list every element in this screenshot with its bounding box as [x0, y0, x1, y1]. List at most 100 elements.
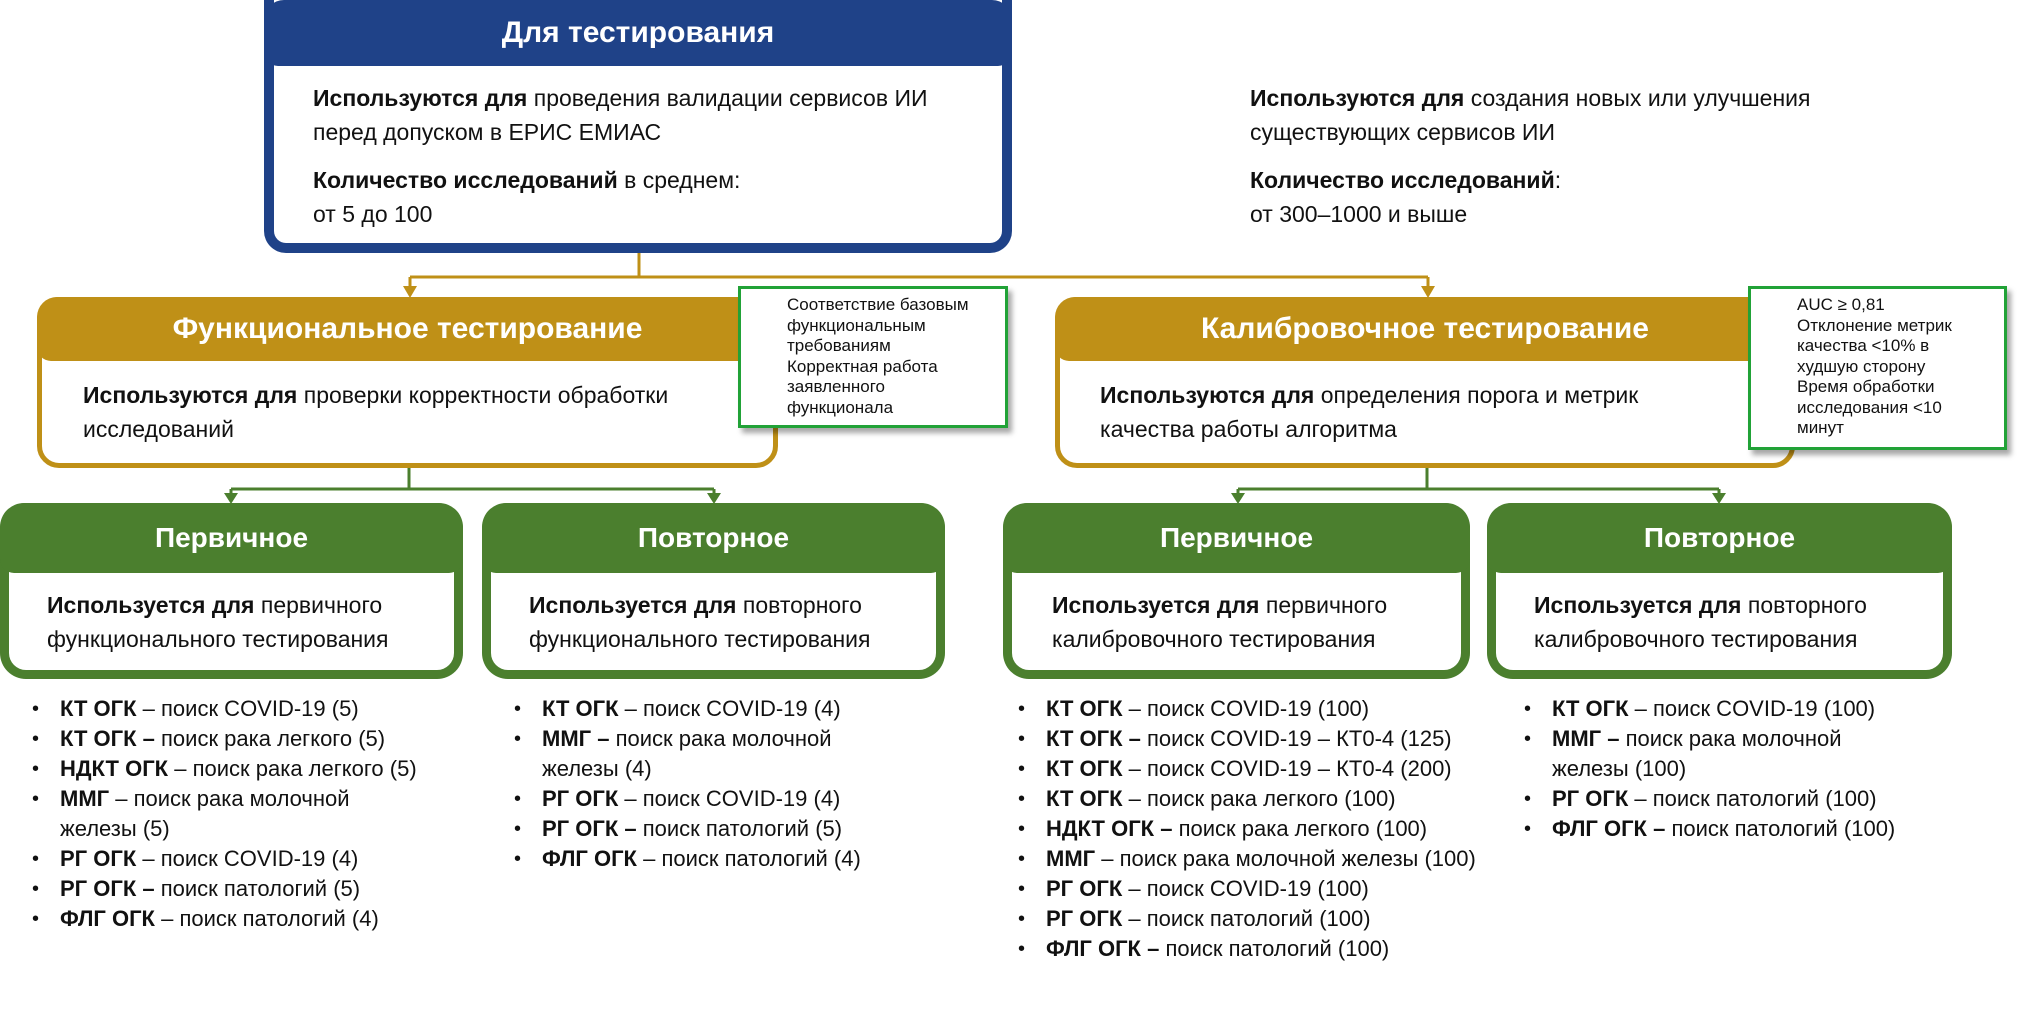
calib-repeat-title: Повторное — [1487, 503, 1952, 573]
list-item: КТ ОГК – поиск COVID-19 (100) — [1524, 694, 1904, 724]
list-item: ММГ – поиск рака молочной железы (5) — [32, 784, 422, 844]
arrow-to-calibration — [1421, 286, 1435, 298]
func-primary-title: Первичное — [0, 503, 463, 573]
functional-criteria-note: Соответствие базовым функциональным треб… — [738, 286, 1008, 428]
list-item: КТ ОГК – поиск рака легкого (5) — [32, 724, 422, 754]
list-item: РГ ОГК – поиск COVID-19 (4) — [514, 784, 874, 814]
item-description: поиск рака молочной железы (100) — [1552, 726, 1842, 781]
modality-label: КТ ОГК — [1046, 786, 1123, 811]
modality-label: РГ ОГК — [1046, 906, 1123, 931]
modality-label: КТ ОГК — [542, 696, 619, 721]
modality-label: ФЛГ ОГК – — [1552, 816, 1666, 841]
item-description: – поиск COVID-19 (100) — [1122, 696, 1370, 721]
functional-testing-purpose: Используются для проверки корректности о… — [83, 382, 669, 442]
item-description: – поиск COVID-19 (100) — [1122, 876, 1369, 901]
func-repeat-purpose: Используется для повторного функциональн… — [529, 592, 871, 652]
list-item: ММГ – поиск рака молочной железы (100) — [1018, 844, 1488, 874]
list-item: РГ ОГК – поиск патологий (5) — [514, 814, 874, 844]
modality-label: РГ ОГК — [1046, 876, 1123, 901]
modality-label: КТ ОГК — [1552, 696, 1629, 721]
modality-label: ММГ — [60, 786, 110, 811]
root-node-purpose: Используются для проведения валидации се… — [313, 85, 928, 145]
item-description: – поиск патологий (100) — [1122, 906, 1371, 931]
modality-label: РГ ОГК — [60, 846, 137, 871]
list-item: НДКТ ОГК – поиск рака легкого (5) — [32, 754, 422, 784]
calib-primary-title: Первичное — [1003, 503, 1470, 573]
item-description: – поиск патологий (4) — [636, 846, 861, 871]
arrow-to-calib-primary — [1231, 493, 1245, 504]
modality-label: КТ ОГК — [60, 696, 137, 721]
root-connector — [408, 252, 1430, 288]
arrow-to-func-repeat — [707, 493, 721, 504]
modality-label: КТ ОГК — [1046, 756, 1123, 781]
modality-label: ФЛГ ОГК — [542, 846, 637, 871]
modality-label: КТ ОГК – — [60, 726, 155, 751]
modality-label: ММГ — [1046, 846, 1096, 871]
item-description: поиск патологий (100) — [1159, 936, 1390, 961]
list-item: ММГ – поиск рака молочной железы (4) — [514, 724, 874, 784]
root-node-count: Количество исследований в среднем: от 5 … — [313, 167, 741, 227]
list-item: КТ ОГК – поиск COVID-19 – КТ0-4 (125) — [1018, 724, 1488, 754]
func-repeat-title: Повторное — [482, 503, 945, 573]
item-description: поиск рака молочной железы (4) — [542, 726, 832, 781]
item-description: – поиск COVID-19 – КТ0-4 (200) — [1122, 756, 1452, 781]
func-primary-list: КТ ОГК – поиск COVID-19 (5)КТ ОГК – поис… — [32, 694, 422, 934]
item-description: поиск патологий (100) — [1665, 816, 1896, 841]
arrow-to-calib-repeat — [1712, 493, 1726, 504]
list-item: РГ ОГК – поиск COVID-19 (100) — [1018, 874, 1488, 904]
list-item: ФЛГ ОГК – поиск патологий (4) — [514, 844, 874, 874]
calib-repeat-list: КТ ОГК – поиск COVID-19 (100)ММГ – поиск… — [1524, 694, 1904, 844]
arrow-to-functional — [403, 286, 417, 298]
calib-primary-list: КТ ОГК – поиск COVID-19 (100)КТ ОГК – по… — [1018, 694, 1488, 964]
modality-label: РГ ОГК — [542, 786, 619, 811]
calib-primary-purpose: Используется для первичного калибровочно… — [1052, 592, 1388, 652]
modality-label: РГ ОГК — [1552, 786, 1629, 811]
list-item: ФЛГ ОГК – поиск патологий (4) — [32, 904, 422, 934]
item-description: поиск рака легкого (5) — [154, 726, 386, 751]
item-description: – поиск рака молочной железы (5) — [60, 786, 350, 841]
modality-label: НДКТ ОГК – — [1046, 816, 1173, 841]
calibration-criteria-note: AUC ≥ 0,81 Отклонение метрик качества <1… — [1748, 286, 2007, 450]
item-description: – поиск COVID-19 (5) — [136, 696, 359, 721]
list-item: ФЛГ ОГК – поиск патологий (100) — [1018, 934, 1488, 964]
list-item: РГ ОГК – поиск COVID-19 (4) — [32, 844, 422, 874]
functional-connector — [229, 467, 716, 494]
item-description: – поиск рака молочной железы (100) — [1095, 846, 1476, 871]
func-repeat-list: КТ ОГК – поиск COVID-19 (4)ММГ – поиск р… — [514, 694, 874, 874]
item-description: поиск рака легкого (100) — [1172, 816, 1428, 841]
calibration-connector — [1236, 467, 1721, 494]
list-item: ФЛГ ОГК – поиск патологий (100) — [1524, 814, 1904, 844]
modality-label: КТ ОГК – — [1046, 726, 1141, 751]
item-description: – поиск патологий (100) — [1628, 786, 1877, 811]
functional-testing-title: Функциональное тестирование — [37, 297, 778, 361]
list-item: КТ ОГК – поиск COVID-19 (5) — [32, 694, 422, 724]
list-item: КТ ОГК – поиск COVID-19 (100) — [1018, 694, 1488, 724]
item-description: – поиск патологий (4) — [154, 906, 379, 931]
modality-label: КТ ОГК — [1046, 696, 1123, 721]
func-primary-purpose: Используется для первичного функциональн… — [47, 592, 389, 652]
list-item: ММГ – поиск рака молочной железы (100) — [1524, 724, 1904, 784]
item-description: – поиск COVID-19 (4) — [618, 696, 841, 721]
list-item: КТ ОГК – поиск COVID-19 (4) — [514, 694, 874, 724]
item-description: – поиск рака легкого (100) — [1122, 786, 1396, 811]
list-item: РГ ОГК – поиск патологий (100) — [1018, 904, 1488, 934]
list-item: НДКТ ОГК – поиск рака легкого (100) — [1018, 814, 1488, 844]
calibration-testing-purpose: Используются для определения порога и ме… — [1100, 382, 1639, 442]
modality-label: ФЛГ ОГК – — [1046, 936, 1160, 961]
root-node-title: Для тестирования — [264, 0, 1012, 66]
calib-repeat-purpose: Используется для повторного калибровочно… — [1534, 592, 1867, 652]
item-description: поиск COVID-19 – КТ0-4 (125) — [1140, 726, 1452, 751]
modality-label: ФЛГ ОГК — [60, 906, 155, 931]
list-item: РГ ОГК – поиск патологий (100) — [1524, 784, 1904, 814]
arrow-to-func-primary — [224, 493, 238, 504]
side-info-purpose: Используются для создания новых или улуч… — [1250, 85, 1811, 145]
item-description: – поиск COVID-19 (4) — [618, 786, 841, 811]
item-description: поиск патологий (5) — [636, 816, 843, 841]
item-description: поиск патологий (5) — [154, 876, 361, 901]
item-description: – поиск рака легкого (5) — [168, 756, 417, 781]
list-item: КТ ОГК – поиск рака легкого (100) — [1018, 784, 1488, 814]
item-description: – поиск COVID-19 (4) — [136, 846, 359, 871]
modality-label: РГ ОГК – — [60, 876, 155, 901]
list-item: РГ ОГК – поиск патологий (5) — [32, 874, 422, 904]
